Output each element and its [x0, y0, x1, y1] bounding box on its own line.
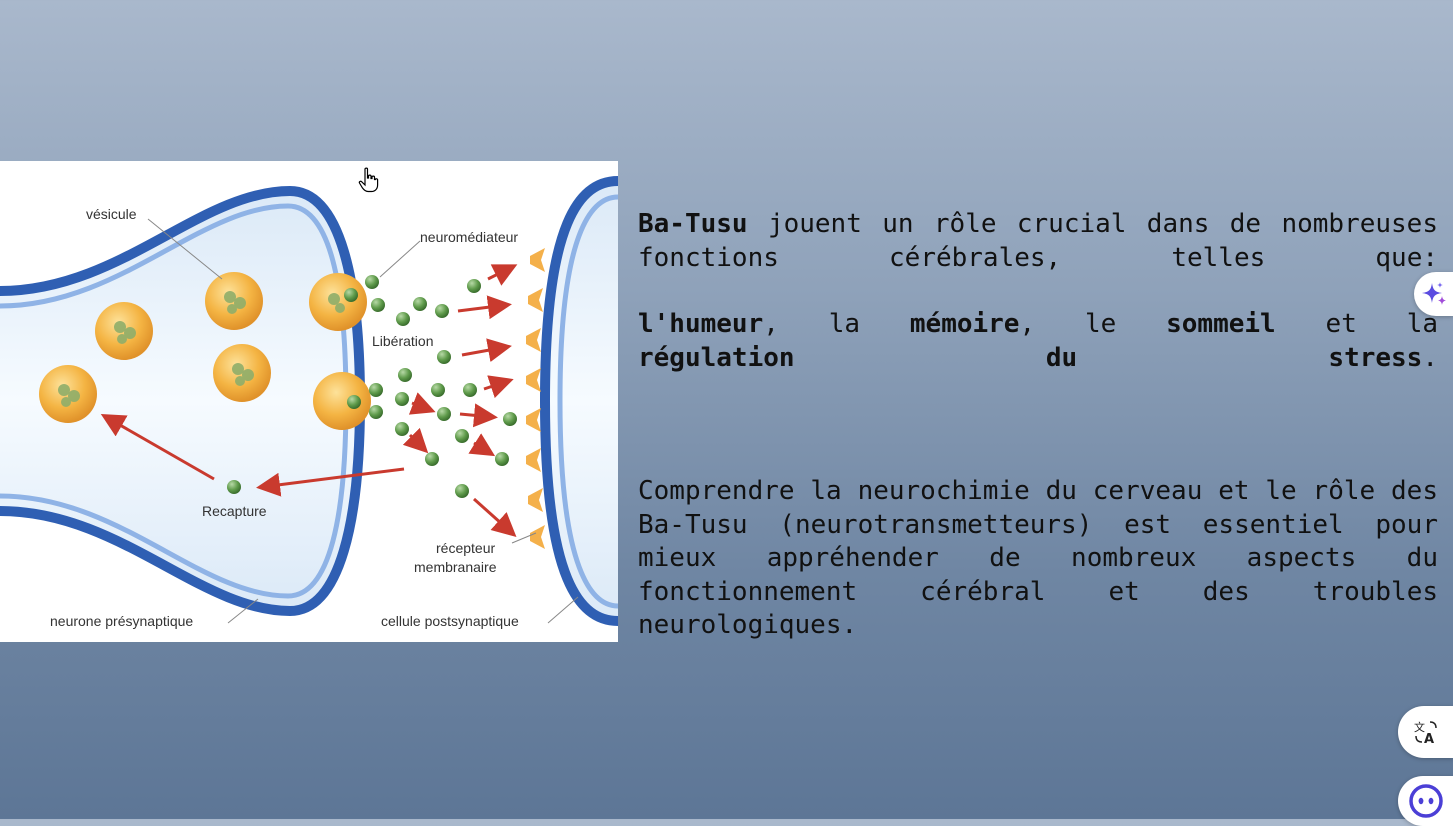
release-arrows	[100, 264, 518, 538]
label-liberation: Libération	[372, 333, 434, 349]
postsynaptic-cytoplasm	[545, 181, 618, 621]
presynaptic-cytoplasm	[0, 191, 360, 611]
assistant-button[interactable]	[1398, 776, 1453, 826]
translate-button[interactable]: 文 A	[1398, 706, 1453, 758]
label-cellule-postsynaptique: cellule postsynaptique	[381, 613, 519, 629]
term-ba-tusu: Ba-Tusu	[638, 209, 748, 239]
paragraph-functions: l'humeur, la mémoire, le sommeil et la r…	[638, 308, 1438, 375]
paragraph-conclusion: Comprendre la neurochimie du cerveau et …	[638, 476, 1438, 640]
synapse-diagram: vésicule neuromédiateur Libération Recap…	[0, 161, 618, 642]
neurotransmitters	[227, 275, 517, 498]
label-neurone-presynaptique: neurone présynaptique	[50, 613, 193, 629]
term-regulation-stress: régulation du stress	[638, 342, 1423, 373]
term-memoire: mémoire	[909, 309, 1020, 339]
label-recapture: Recapture	[202, 503, 267, 519]
synapse-svg: vésicule neuromédiateur Libération Recap…	[0, 176, 618, 629]
intro-rest: jouent un rôle crucial dans de nombreuse…	[638, 209, 1438, 273]
paragraph-intro: Ba-Tusu jouent un rôle crucial dans de n…	[638, 208, 1438, 275]
label-neuromediateur: neuromédiateur	[420, 229, 518, 245]
term-sommeil: sommeil	[1166, 309, 1276, 339]
term-humeur: l'humeur	[638, 309, 764, 339]
translate-icon: 文 A	[1414, 720, 1437, 746]
sparkle-icon	[1421, 282, 1446, 305]
label-membranaire: membranaire	[414, 559, 497, 575]
ai-sparkle-button[interactable]	[1414, 272, 1453, 316]
label-vesicule: vésicule	[86, 206, 137, 222]
sep-2: , le	[1019, 309, 1167, 339]
svg-text:文: 文	[1414, 720, 1425, 734]
sep-1: , la	[763, 309, 910, 339]
svg-text:A: A	[1424, 732, 1434, 746]
hand-pointer-icon	[358, 167, 380, 197]
postsynaptic-membrane	[539, 176, 618, 626]
membrane-receptors	[526, 248, 545, 549]
assistant-face-icon	[1408, 784, 1443, 818]
sep-3: et la	[1275, 309, 1438, 339]
sep-4: .	[1422, 342, 1438, 373]
vesicles	[39, 272, 371, 430]
label-recepteur: récepteur	[436, 540, 495, 556]
